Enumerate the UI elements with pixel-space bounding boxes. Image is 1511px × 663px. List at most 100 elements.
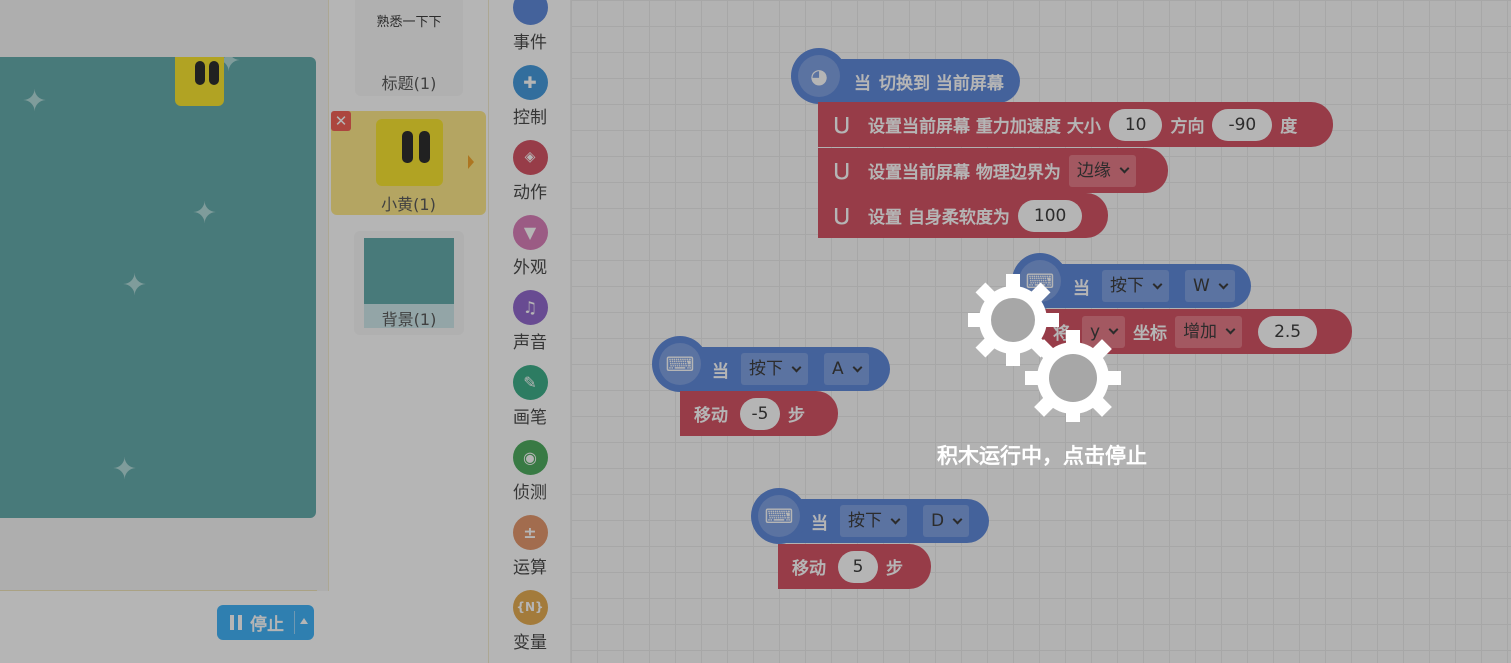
block-text: 将 [1053, 324, 1070, 344]
sprite-card-label: 背景(1) [381, 310, 437, 329]
dropdown-value: 边缘 [1076, 160, 1111, 181]
dropdown-value: y [1090, 321, 1101, 342]
category-label: 声音 [513, 333, 547, 353]
background-thumbnail-strip [364, 304, 454, 328]
dropdown-value: 按下 [848, 511, 882, 531]
dropdown-value: 按下 [749, 359, 783, 379]
block-text: 当 [854, 73, 871, 94]
magnet-icon: ⋃ [834, 205, 850, 226]
category-label: 外观 [513, 258, 547, 278]
sparkle-icon: ✦ [22, 84, 48, 119]
block-text: 切换到 当前屏幕 [879, 73, 1004, 94]
block-text: 当 [1073, 278, 1090, 299]
running-overlay-left[interactable] [0, 0, 571, 663]
block-text: 坐标 [1133, 324, 1168, 344]
boundary-dropdown[interactable]: 边缘 [1068, 154, 1136, 187]
block-text: 设置当前屏幕 物理边界为 [868, 163, 1061, 183]
running-stop-message[interactable]: 积木运行中，点击停止 [937, 444, 1147, 468]
category-events[interactable]: 事件 [489, 0, 571, 53]
stage-panel: ✦ ✦ ✦ ✦ ✦ 停止 [0, 0, 329, 663]
set-boundary-block[interactable]: ⋃ 设置当前屏幕 物理边界为 边缘 [818, 148, 1168, 193]
category-label: 事件 [513, 33, 547, 53]
block-text: 移动 [694, 406, 728, 426]
sprite-card-label: 标题(1) [381, 74, 437, 93]
category-label: 动作 [513, 183, 547, 203]
category-label: 运算 [513, 558, 547, 578]
category-label: 侦测 [513, 483, 547, 503]
category-looks[interactable]: ▼ 外观 [489, 215, 571, 278]
block-text: 当 [811, 513, 828, 534]
divider [0, 590, 317, 591]
block-text: 当 [712, 361, 729, 382]
gamepad-icon: ✚ [512, 65, 548, 100]
set-softness-block[interactable]: ⋃ 设置 自身柔软度为 100 [818, 193, 1108, 238]
set-gravity-block[interactable]: ⋃ 设置当前屏幕 重力加速度 大小 10 方向 -90 度 [818, 102, 1333, 147]
sparkle-icon: ✦ [192, 196, 218, 231]
background-thumbnail [364, 238, 454, 304]
shirt-icon: ▼ [512, 215, 548, 250]
dropdown-value: 增加 [1183, 321, 1218, 342]
toggle-icon [512, 0, 548, 25]
screen-icon: ◕ [791, 48, 847, 104]
sprite-card-xiaohuang[interactable]: ✕ 小黄(1) [331, 111, 486, 215]
dropdown-value: 按下 [1110, 276, 1144, 296]
move-a-block[interactable]: 移动 -5 步 [680, 391, 838, 436]
stop-label: 停止 [250, 615, 284, 635]
running-overlay[interactable]: 积木运行中，点击停止 [571, 0, 1511, 663]
change-value-input[interactable]: 2.5 [1258, 315, 1318, 348]
magnet-icon: ⋃ [834, 160, 850, 181]
gravity-size-input[interactable]: 10 [1108, 108, 1163, 141]
sprite-card-background[interactable]: 背景(1) [354, 231, 464, 335]
key-action-dropdown[interactable]: 按下 [840, 505, 907, 537]
dropdown-value: D [931, 511, 945, 531]
category-label: 控制 [513, 108, 547, 128]
category-control[interactable]: ✚ 控制 [489, 65, 571, 128]
stop-button[interactable]: 停止 [217, 605, 314, 640]
category-label: 画笔 [513, 408, 547, 428]
sprite-card-title[interactable]: 熟悉一下下 标题(1) [355, 0, 463, 96]
softness-input[interactable]: 100 [1017, 199, 1083, 232]
block-text: 设置 自身柔软度为 [868, 208, 1010, 228]
keyboard-icon: ⌨ [751, 488, 807, 544]
stage-canvas[interactable]: ✦ ✦ ✦ ✦ ✦ [0, 57, 316, 518]
move-d-block[interactable]: 移动 5 步 [778, 544, 931, 589]
block-text: 步 [788, 406, 805, 426]
ghost-icon: ◈ [512, 140, 548, 175]
category-sound[interactable]: ♫ 声音 [489, 290, 571, 353]
divider [294, 611, 295, 634]
music-icon: ♫ [512, 290, 548, 325]
dropdown-value: W [1193, 276, 1210, 296]
move-steps-input[interactable]: 5 [838, 550, 878, 583]
category-variables[interactable]: {N} 变量 [489, 590, 571, 653]
category-label: 变量 [513, 633, 547, 653]
arrow-right-icon[interactable] [468, 155, 474, 169]
key-action-dropdown[interactable]: 按下 [1102, 270, 1169, 302]
key-dropdown[interactable]: A [824, 353, 869, 385]
key-dropdown[interactable]: D [923, 505, 970, 537]
category-pen[interactable]: ✎ 画笔 [489, 365, 571, 428]
category-sensing[interactable]: ◉ 侦测 [489, 440, 571, 503]
magnet-icon: ⋃ [834, 114, 850, 135]
delete-sprite-button[interactable]: ✕ [331, 111, 351, 131]
sprite-xiaohuang[interactable] [175, 57, 224, 106]
sprite-card-label: 小黄(1) [381, 195, 436, 214]
block-category-bar: 事件 ✚ 控制 ◈ 动作 ▼ 外观 ♫ 声音 ✎ 画笔 ◉ 侦测 ± 运算 [489, 0, 571, 663]
sprite-list: 熟悉一下下 标题(1) ✕ 小黄(1) 背景(1) [329, 0, 489, 663]
gravity-direction-input[interactable]: -90 [1212, 108, 1273, 141]
move-steps-input[interactable]: -5 [740, 397, 780, 430]
category-operators[interactable]: ± 运算 [489, 515, 571, 578]
op-dropdown[interactable]: 增加 [1175, 315, 1243, 348]
block-text: 移动 [792, 559, 826, 579]
key-action-dropdown[interactable]: 按下 [741, 353, 808, 385]
variable-icon: {N} [512, 590, 548, 625]
sparkle-icon: ✦ [112, 452, 138, 487]
sparkle-icon: ✦ [122, 268, 148, 303]
category-motion[interactable]: ◈ 动作 [489, 140, 571, 203]
dropdown-value: A [832, 359, 844, 379]
caret-up-icon[interactable] [300, 618, 308, 624]
key-dropdown[interactable]: W [1185, 270, 1235, 302]
keyboard-icon: ⌨ [652, 336, 708, 392]
block-text: 步 [886, 559, 903, 579]
xiaohuang-thumbnail [376, 119, 443, 186]
code-workspace[interactable]: 当 切换到 当前屏幕 ◕ ⋃ 设置当前屏幕 重力加速度 大小 10 方向 -90… [571, 0, 1511, 663]
